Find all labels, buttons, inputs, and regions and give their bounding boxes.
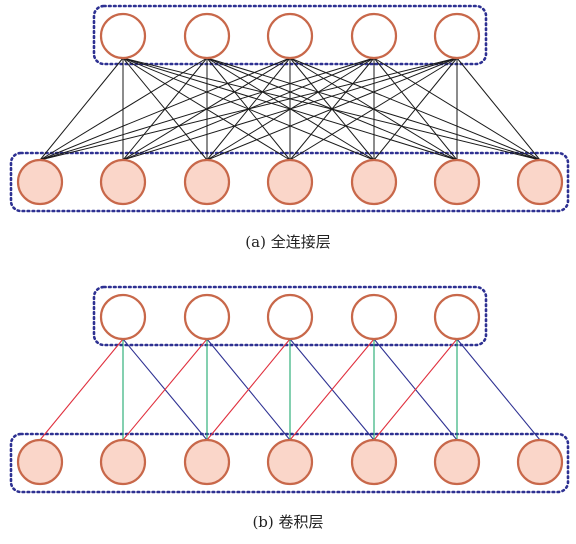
edge-out5-in7 (456, 57, 541, 161)
input-layer-border-a (9, 151, 570, 213)
output-node-3 (266, 293, 314, 341)
output-node-1 (99, 293, 147, 341)
edge-out1-in1 (39, 57, 124, 161)
input-node-7 (516, 158, 564, 206)
input-node-1 (16, 438, 64, 486)
input-node-6 (433, 438, 481, 486)
input-node-7 (516, 438, 564, 486)
output-node-2 (183, 12, 231, 60)
edge-out5-in4 (289, 57, 458, 161)
fully-connected-panel (9, 4, 570, 213)
edge-out2-in1 (39, 57, 208, 161)
input-node-4 (266, 438, 314, 486)
kernel-edge-left-out4 (289, 338, 375, 441)
edge-out5-in5 (373, 57, 458, 161)
caption-fully-connected: (a) 全连接层 (245, 233, 331, 251)
edge-out4-in1 (39, 57, 375, 161)
input-node-3 (183, 438, 231, 486)
input-node-1 (16, 158, 64, 206)
kernel-edge-left-out2 (122, 338, 208, 441)
input-node-2 (99, 158, 147, 206)
output-node-3 (266, 12, 314, 60)
input-node-5 (350, 158, 398, 206)
edge-out5-in2 (122, 57, 458, 161)
output-node-4 (350, 293, 398, 341)
convolution-panel (9, 285, 570, 494)
input-node-4 (266, 158, 314, 206)
input-layer-border-b (9, 432, 570, 494)
layer-nodes-b (16, 293, 564, 486)
input-node-2 (99, 438, 147, 486)
output-node-1 (99, 12, 147, 60)
caption-convolution: (b) 卷积层 (252, 513, 324, 531)
input-node-3 (183, 158, 231, 206)
output-node-2 (183, 293, 231, 341)
kernel-connections (39, 338, 541, 441)
kernel-edge-left-out3 (206, 338, 291, 441)
kernel-edge-right-out5 (456, 338, 541, 441)
output-node-5 (433, 293, 481, 341)
output-node-5 (433, 12, 481, 60)
edge-out5-in1 (39, 57, 458, 161)
kernel-edge-left-out1 (39, 338, 124, 441)
kernel-edge-left-out5 (373, 338, 458, 441)
dense-connections (39, 57, 541, 161)
edge-out3-in1 (39, 57, 291, 161)
input-node-5 (350, 438, 398, 486)
output-node-4 (350, 12, 398, 60)
layer-nodes-a (16, 12, 564, 206)
edge-out5-in3 (206, 57, 458, 161)
input-node-6 (433, 158, 481, 206)
